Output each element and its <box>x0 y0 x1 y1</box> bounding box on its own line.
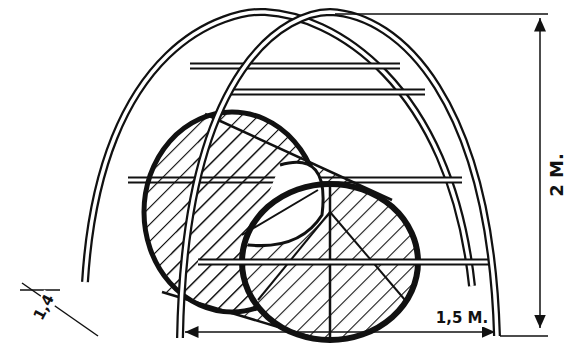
dimension-label: 1,5 M. <box>434 310 490 327</box>
dimension-label: 1,4 <box>29 290 58 325</box>
front-arch <box>180 12 497 338</box>
dimension-label: 2 M. <box>547 151 567 199</box>
dimension-lines <box>20 14 548 336</box>
front-bar <box>198 262 492 263</box>
